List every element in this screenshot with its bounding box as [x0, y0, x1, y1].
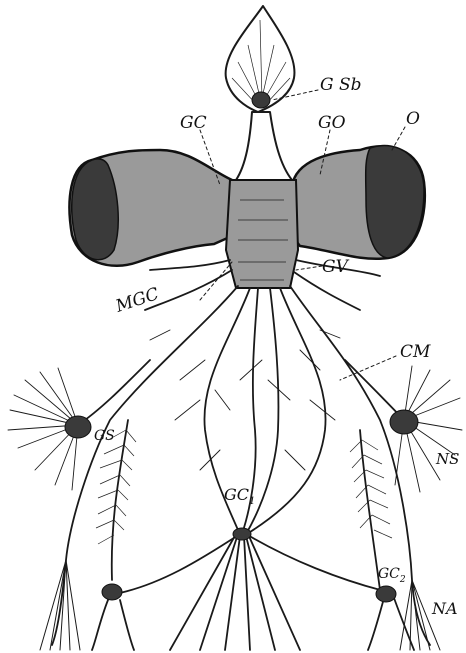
label-mgc: MGC [112, 284, 161, 317]
label-gc1: GC1 [224, 485, 255, 507]
gc1-ganglion [233, 528, 251, 540]
left-branch-nerve [96, 430, 136, 544]
label-cm: CM [400, 342, 431, 362]
label-gv: GV [322, 257, 350, 277]
label-na: NA [431, 599, 458, 618]
label-ns: NS [435, 450, 459, 468]
label-gc: GC [180, 113, 207, 133]
left-lower-ganglion [102, 584, 122, 600]
right-optic-lobe [292, 146, 425, 259]
left-optic-lobe [69, 150, 232, 266]
label-go: GO [318, 113, 346, 133]
ns-ganglion [390, 366, 462, 492]
supraesophageal-ganglion [226, 6, 295, 112]
label-g-sb: G Sb [320, 75, 362, 95]
gs-ganglion [8, 368, 91, 490]
fine-nerves [150, 330, 340, 470]
central-ganglion-mass [226, 180, 298, 288]
label-gc2: GC2 [378, 566, 406, 585]
central-stalk [236, 112, 292, 180]
gc2-ganglion [376, 586, 396, 602]
label-o: O [406, 109, 420, 129]
label-gs: GS [94, 428, 115, 444]
